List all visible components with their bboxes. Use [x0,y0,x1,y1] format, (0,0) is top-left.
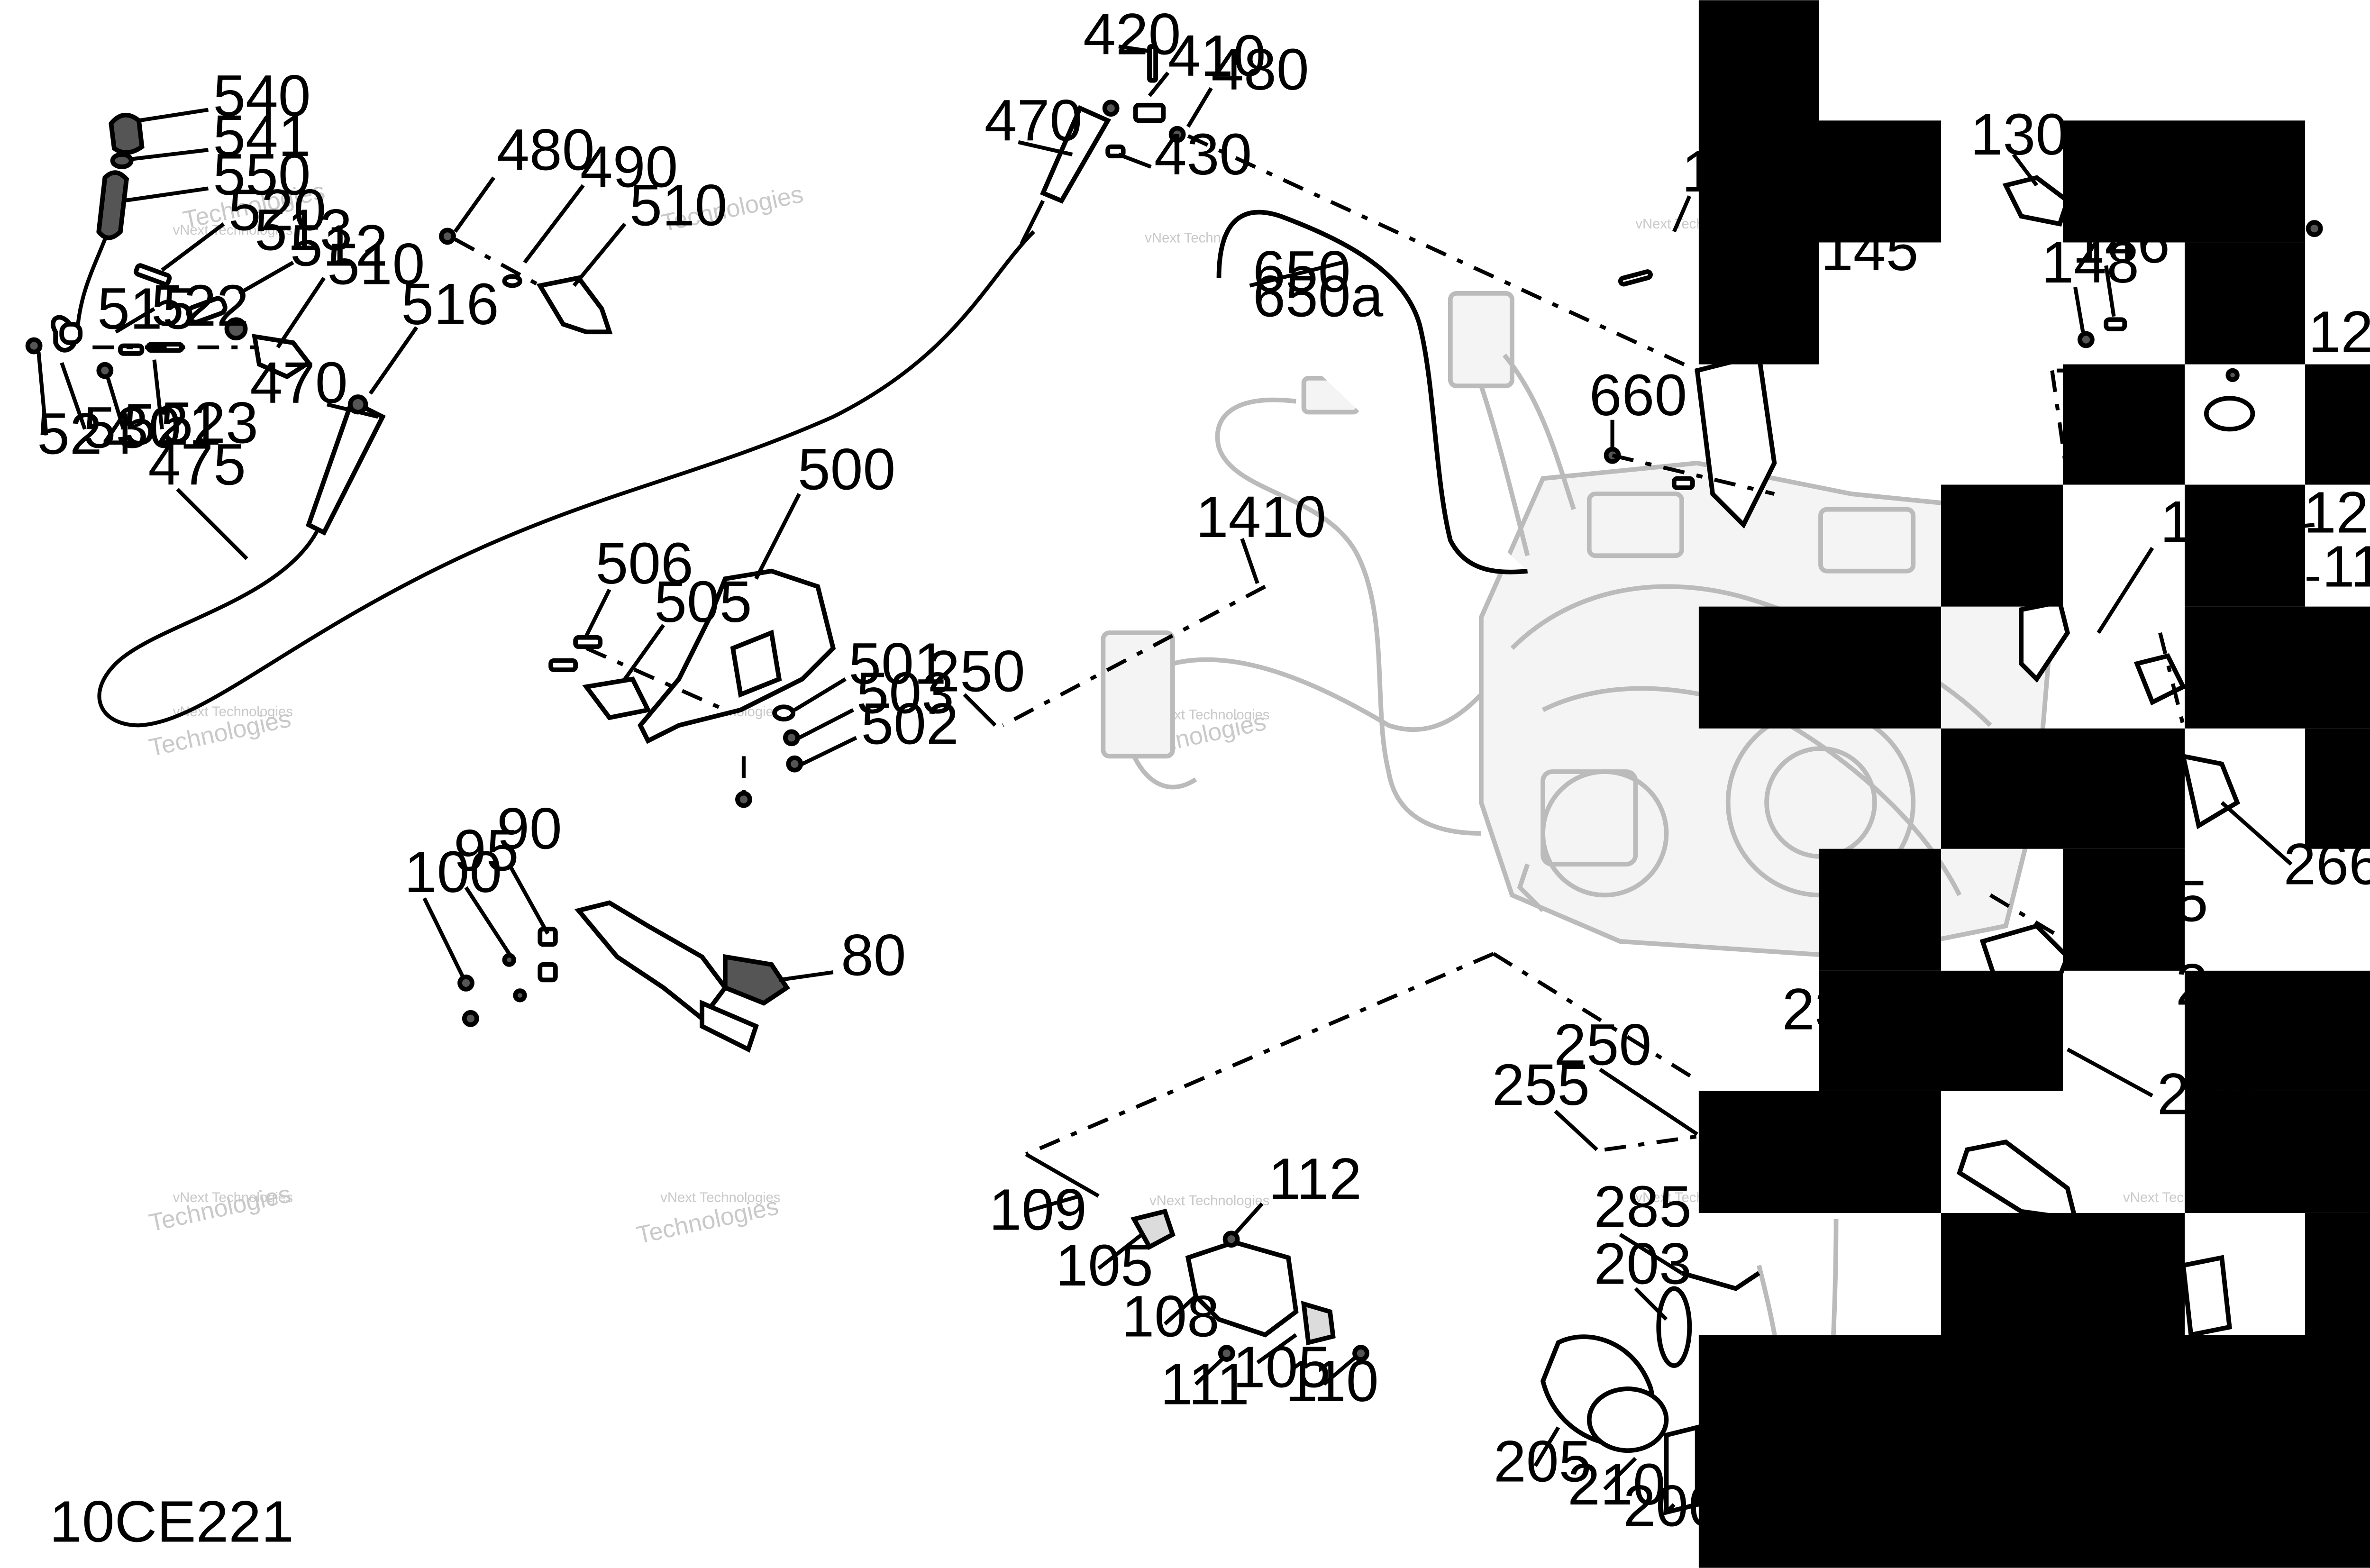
callout-label: 510 [629,173,727,238]
callout-label: 505 [654,569,752,635]
callout-label: 515 [97,276,195,342]
callout-label: 506 [595,531,693,596]
callout-label: 541 [213,103,310,169]
callout-label: 475 [148,432,246,498]
knob-nut [110,152,134,169]
callout-label: 130 [1970,102,2068,167]
callout-label: 110 [1285,1349,1379,1414]
watermark-brand: Technologies [146,1180,293,1237]
callout-label: 523 [161,391,258,456]
callout-label: 285 [1594,1174,1692,1240]
callout-label: 90 [497,796,562,862]
callout-label: 503 [857,660,954,726]
callout-label: 650a [1253,264,1383,329]
callout-label: 205 [1494,1429,1591,1494]
watermark-text: vNext Technologies [173,222,293,238]
callout-label: 105 [1055,1233,1153,1298]
shift-boot [96,170,129,240]
watermark-text: vNext Technologies [660,1190,780,1205]
cable-path [97,230,1035,728]
callout-label: 480 [1211,37,1309,102]
callout-label: 512 [290,213,388,278]
callout-label: 108 [1121,1284,1219,1349]
watermark-text: vNext Technologies [173,704,293,720]
callout-label: 410 [1168,23,1266,89]
cable-boot-upper [1039,105,1112,204]
callout-label: 123 [2304,480,2370,545]
upper-cable-bracket [439,44,1186,335]
callout-label: 490 [580,134,678,200]
watermark-text: vNext Technologies [173,1190,293,1205]
callout-label: 95 [454,818,519,883]
callout-label: 111 [1160,1352,1249,1417]
leader-lines [36,45,2319,1514]
callout-label: 660 [1589,363,1687,428]
callout-label: 80 [841,923,906,988]
diagram-code: 10CE221 [49,1489,294,1554]
callout-label: 119 [2322,534,2370,599]
callout-label: 250 [927,639,1025,704]
callout-label: 516 [401,272,499,337]
callout-label: 109 [989,1177,1087,1243]
cable-boot-lower [305,398,386,536]
callout-label: 210 [1568,1452,1665,1517]
callout-label: 112 [1268,1147,1362,1212]
callout-label: 524 [37,401,135,466]
callout-label: 100 [404,839,502,905]
shift-bracket [252,334,312,380]
mount-108 [1025,1152,1369,1362]
accelerator-pedal [457,900,790,1053]
watermark-text: vNext Technologies [1149,1193,1269,1209]
callout-label: 501 [848,631,946,696]
callout-label: 250 [1554,1012,1651,1077]
callout-label: 530 [83,395,181,460]
shift-cable [97,100,1120,728]
callout-label: 105 [1233,1335,1331,1400]
callout-label: 510 [327,231,425,297]
callout-label: 470 [984,88,1082,154]
callout-label: 502 [861,691,958,757]
callout-label: 430 [1154,122,1252,187]
callout-label: 522 [151,273,249,338]
intake-parts [1540,923,2232,1515]
callout-label: 550 [213,142,310,208]
callout-label: 122 [2308,300,2370,365]
callout-label: 1410 [1196,484,1326,550]
shift-knob [109,112,145,155]
redaction-blocks [1698,0,2370,1568]
callout-label: 255 [1492,1052,1590,1118]
callout-label: 500 [798,437,895,502]
callout-label: 650 [1253,239,1350,305]
callout-label: 480 [497,117,594,182]
bracket-500 [548,568,836,808]
callout-label: 203 [1594,1231,1692,1297]
callout-label: 540 [213,64,310,129]
hose-650 [1216,210,1528,574]
callout-label: 470 [250,350,347,416]
callout-label: 513 [255,198,352,263]
callout-label: 521 [123,392,221,457]
callout-label: 520 [228,177,326,243]
callout-label: 420 [1083,1,1181,67]
